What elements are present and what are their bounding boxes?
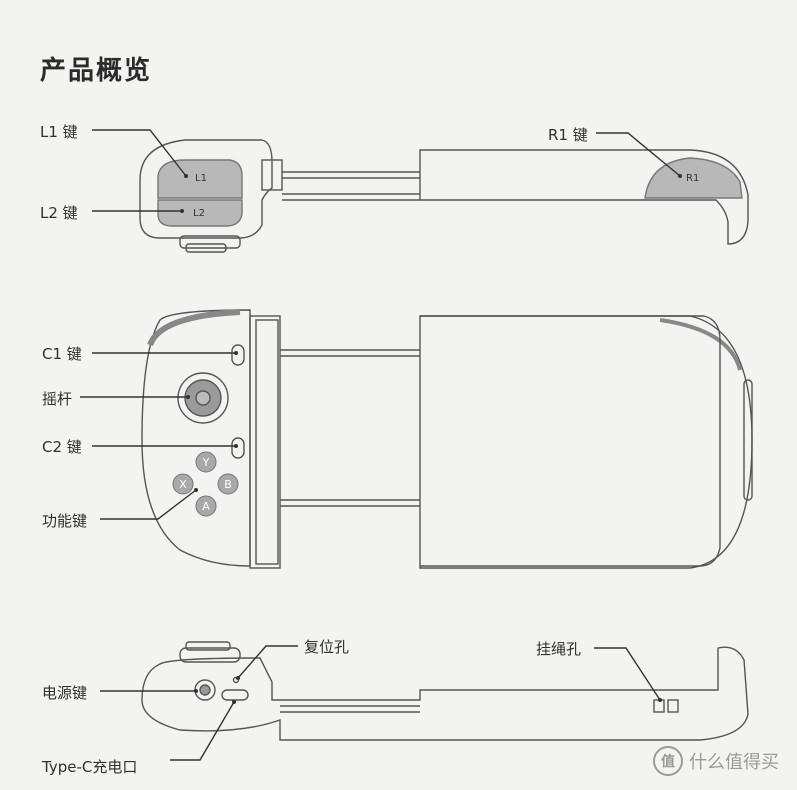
lanyard-hole-left — [653, 699, 665, 713]
label-c2: C2 键 — [42, 438, 82, 456]
lanyard-hole-right — [667, 699, 679, 713]
front-view — [141, 309, 753, 569]
r1-mark: R1 — [686, 173, 699, 184]
label-joystick: 摇杆 — [42, 390, 73, 408]
label-power: 电源键 — [42, 684, 88, 702]
x-button — [172, 473, 194, 495]
y-button — [195, 451, 217, 473]
joystick — [177, 372, 229, 424]
label-c1: C1 键 — [42, 345, 82, 363]
label-usb: Type-C充电口 — [42, 758, 138, 776]
usb-c-port — [221, 689, 249, 701]
y-button-label: Y — [202, 456, 210, 469]
l1-mark: L1 — [195, 173, 207, 184]
l1-button — [157, 159, 243, 199]
bottom-view — [141, 641, 749, 741]
watermark: 值 什么值得买 — [653, 746, 779, 776]
reset-hole — [232, 676, 240, 684]
label-lanyard: 挂绳孔 — [536, 640, 582, 658]
watermark-badge: 值 — [653, 746, 683, 776]
b-button-label: B — [224, 478, 232, 491]
c1-button — [231, 344, 245, 366]
label-function: 功能键 — [42, 512, 88, 530]
c2-button — [231, 437, 245, 459]
a-button-label: A — [202, 500, 210, 513]
b-button — [217, 473, 239, 495]
x-button-label: X — [179, 478, 187, 491]
label-l1: L1 键 — [40, 123, 78, 141]
watermark-text: 什么值得买 — [689, 752, 779, 773]
l2-mark: L2 — [193, 208, 205, 219]
page-title: 产品概览 — [40, 56, 153, 86]
l2-button — [157, 199, 243, 227]
label-l2: L2 键 — [40, 204, 78, 222]
a-button — [195, 495, 217, 517]
top-view — [139, 139, 749, 253]
label-reset: 复位孔 — [304, 638, 350, 656]
label-r1: R1 键 — [548, 126, 588, 144]
